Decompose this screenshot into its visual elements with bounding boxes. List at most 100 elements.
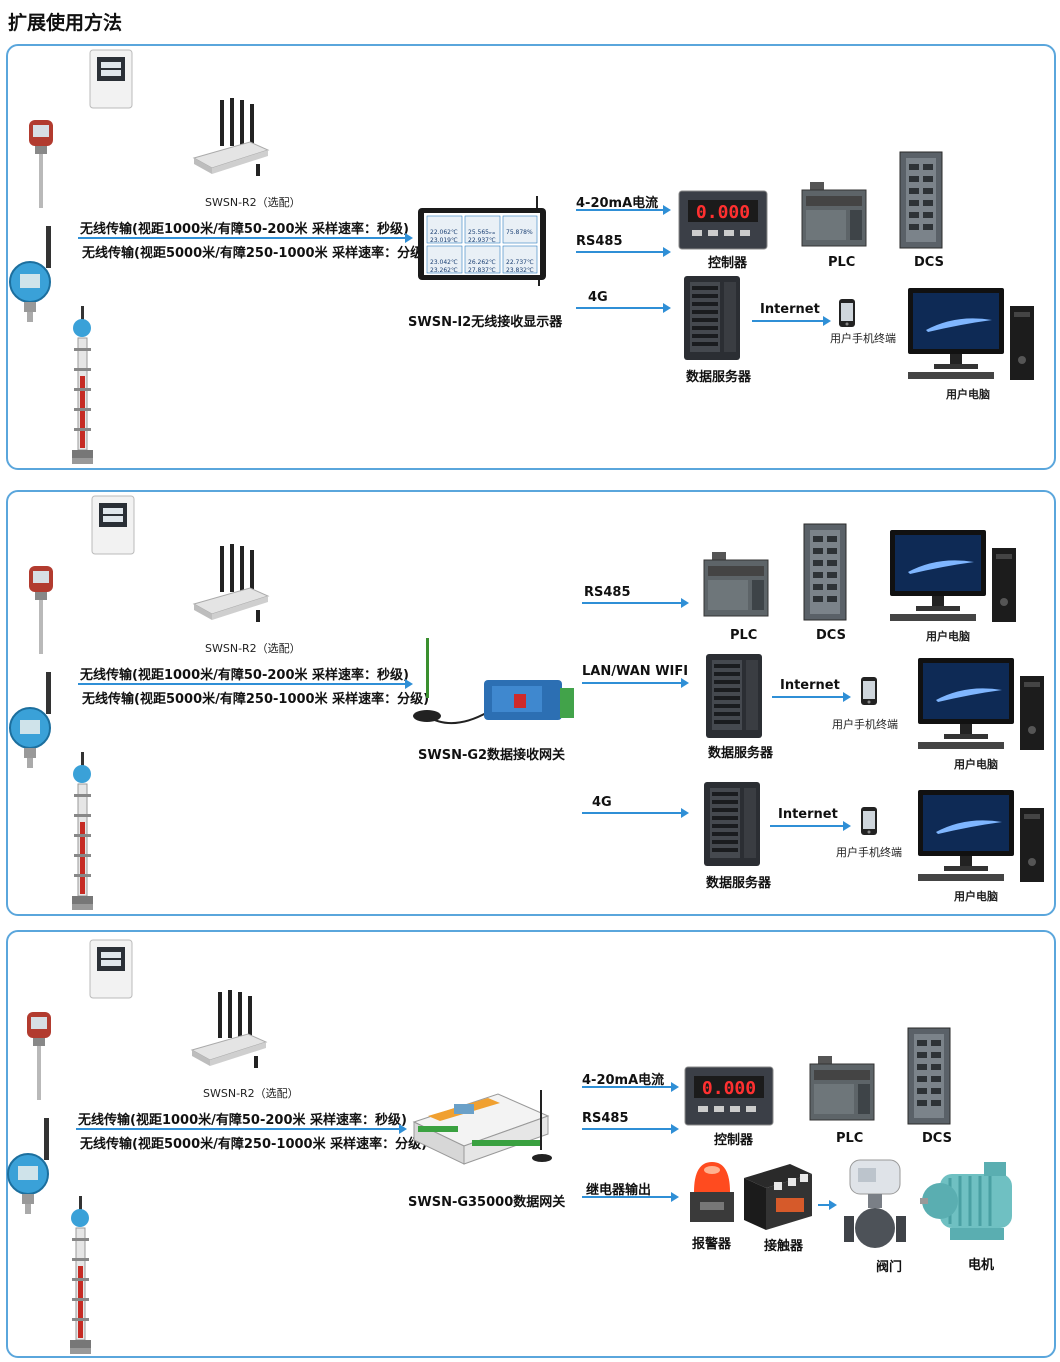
output-arrow	[582, 1082, 679, 1092]
thermostat-icon	[88, 938, 134, 1000]
phone-icon	[838, 298, 856, 328]
contactor-label: 接触器	[764, 1239, 804, 1254]
dcs-label: DCS	[922, 1131, 952, 1146]
dcs-label: DCS	[816, 628, 846, 643]
gateway-icon	[412, 636, 582, 736]
output-arrow	[582, 678, 689, 688]
screen-reading: 23.832℃	[506, 267, 534, 274]
wireless-arrow	[78, 679, 413, 689]
router-label: SWSN-R2（选配）	[203, 1087, 299, 1100]
pc-icon	[906, 286, 1036, 386]
phone-icon	[860, 806, 878, 836]
server-tower-icon	[702, 652, 766, 742]
valve-label: 阀门	[876, 1260, 903, 1275]
output-arrow	[576, 303, 671, 313]
wireless-label-1: 无线传输(视距1000米/有障50-200米 采样速率：秒级)	[78, 1113, 407, 1128]
controller-icon	[678, 190, 768, 250]
plc-icon	[808, 1056, 878, 1122]
pc-icon	[888, 528, 1018, 628]
screen-reading: 22.062℃	[430, 229, 458, 236]
receiver-label: SWSN-G35000数据网关	[408, 1195, 566, 1210]
panel-display-receiver	[6, 44, 1056, 470]
server-tower-icon	[680, 274, 744, 364]
thermometer-icon	[24, 1010, 54, 1102]
wireless-label-2: 无线传输(视距5000米/有障250-1000米 采样速率：分级)	[82, 246, 430, 261]
output-arrow	[582, 1192, 679, 1202]
plc-icon	[800, 182, 870, 248]
output-label-lan-wifi: LAN/WAN WIFI	[582, 664, 689, 679]
pressure-transmitter-icon	[6, 1116, 58, 1216]
screen-reading: 22.737℃	[506, 259, 534, 266]
level-gauge-icon	[70, 752, 96, 912]
dcs-cabinet-icon	[898, 150, 944, 250]
receiver-label: SWSN-I2无线接收显示器	[408, 315, 563, 330]
screen-reading: 23.019℃	[430, 237, 458, 244]
alarm-light-icon	[684, 1158, 740, 1228]
controller-icon	[684, 1066, 774, 1126]
router-icon	[190, 544, 270, 630]
screen-reading: 22.937℃	[468, 237, 496, 244]
wireless-label-1: 无线传输(视距1000米/有障50-200米 采样速率：秒级)	[80, 222, 409, 237]
router-label: SWSN-R2（选配）	[205, 642, 301, 655]
panel-g2-gateway	[6, 490, 1056, 916]
output-label-rs485: RS485	[576, 234, 623, 249]
internet-label: Internet	[760, 302, 820, 317]
output-label-4-20ma: 4-20mA电流	[582, 1073, 665, 1088]
motor-icon	[920, 1160, 1030, 1250]
router-icon	[188, 990, 268, 1076]
panel-g35000-gateway	[6, 930, 1056, 1358]
thermometer-icon	[26, 564, 56, 656]
dcs-label: DCS	[914, 255, 944, 270]
internet-label: Internet	[780, 678, 840, 693]
output-label-4g: 4G	[588, 290, 608, 305]
pc-icon	[916, 656, 1046, 756]
control-arrow	[818, 1200, 837, 1210]
output-label-rs485: RS485	[582, 1111, 629, 1126]
level-gauge-icon	[70, 306, 96, 466]
internet-label: Internet	[778, 807, 838, 822]
output-label-rs485: RS485	[584, 585, 631, 600]
pc-label: 用户电脑	[946, 388, 990, 401]
internet-arrow	[752, 316, 831, 326]
phone-label: 用户手机终端	[830, 332, 896, 345]
gateway-icon	[408, 1086, 558, 1176]
phone-icon	[860, 676, 878, 706]
screen-reading: 75.878%	[506, 229, 533, 236]
plc-label: PLC	[836, 1131, 864, 1146]
server-label: 数据服务器	[708, 746, 774, 761]
dcs-cabinet-icon	[906, 1026, 952, 1126]
wireless-label-1: 无线传输(视距1000米/有障50-200米 采样速率：秒级)	[80, 668, 409, 683]
internet-arrow	[772, 692, 851, 702]
display-receiver-icon: 22.062℃23.019℃25.565ₘₐ22.937℃75.878%23.0…	[416, 196, 556, 286]
valve-icon	[842, 1156, 908, 1256]
screen-reading: 25.565ₘₐ	[468, 229, 495, 236]
wireless-arrow	[78, 233, 413, 243]
pressure-transmitter-icon	[8, 670, 60, 770]
output-arrow	[582, 808, 689, 818]
contactor-icon	[738, 1158, 818, 1236]
server-label: 数据服务器	[706, 876, 772, 891]
dcs-cabinet-icon	[802, 522, 848, 622]
output-arrow	[582, 1124, 679, 1134]
plc-icon	[702, 552, 772, 618]
plc-label: PLC	[730, 628, 758, 643]
plc-label: PLC	[828, 255, 856, 270]
phone-label: 用户手机终端	[832, 718, 898, 731]
thermostat-icon	[90, 494, 136, 556]
pc-label: 用户电脑	[954, 890, 998, 903]
pressure-transmitter-icon	[8, 224, 60, 324]
wireless-label-2: 无线传输(视距5000米/有障250-1000米 采样速率：分级)	[82, 692, 430, 707]
internet-arrow	[770, 821, 851, 831]
phone-label: 用户手机终端	[836, 846, 902, 859]
page-title: 扩展使用方法	[8, 12, 123, 34]
output-arrow	[582, 598, 689, 608]
controller-label: 控制器	[714, 1133, 754, 1148]
screen-reading: 23.262℃	[430, 267, 458, 274]
alarm-label: 报警器	[692, 1237, 732, 1252]
screen-reading: 26.262℃	[468, 259, 496, 266]
thermometer-icon	[26, 118, 56, 210]
output-arrow	[576, 205, 671, 215]
motor-label: 电机	[968, 1258, 995, 1273]
receiver-label: SWSN-G2数据接收网关	[418, 748, 566, 763]
output-label-relay: 继电器输出	[586, 1183, 652, 1198]
